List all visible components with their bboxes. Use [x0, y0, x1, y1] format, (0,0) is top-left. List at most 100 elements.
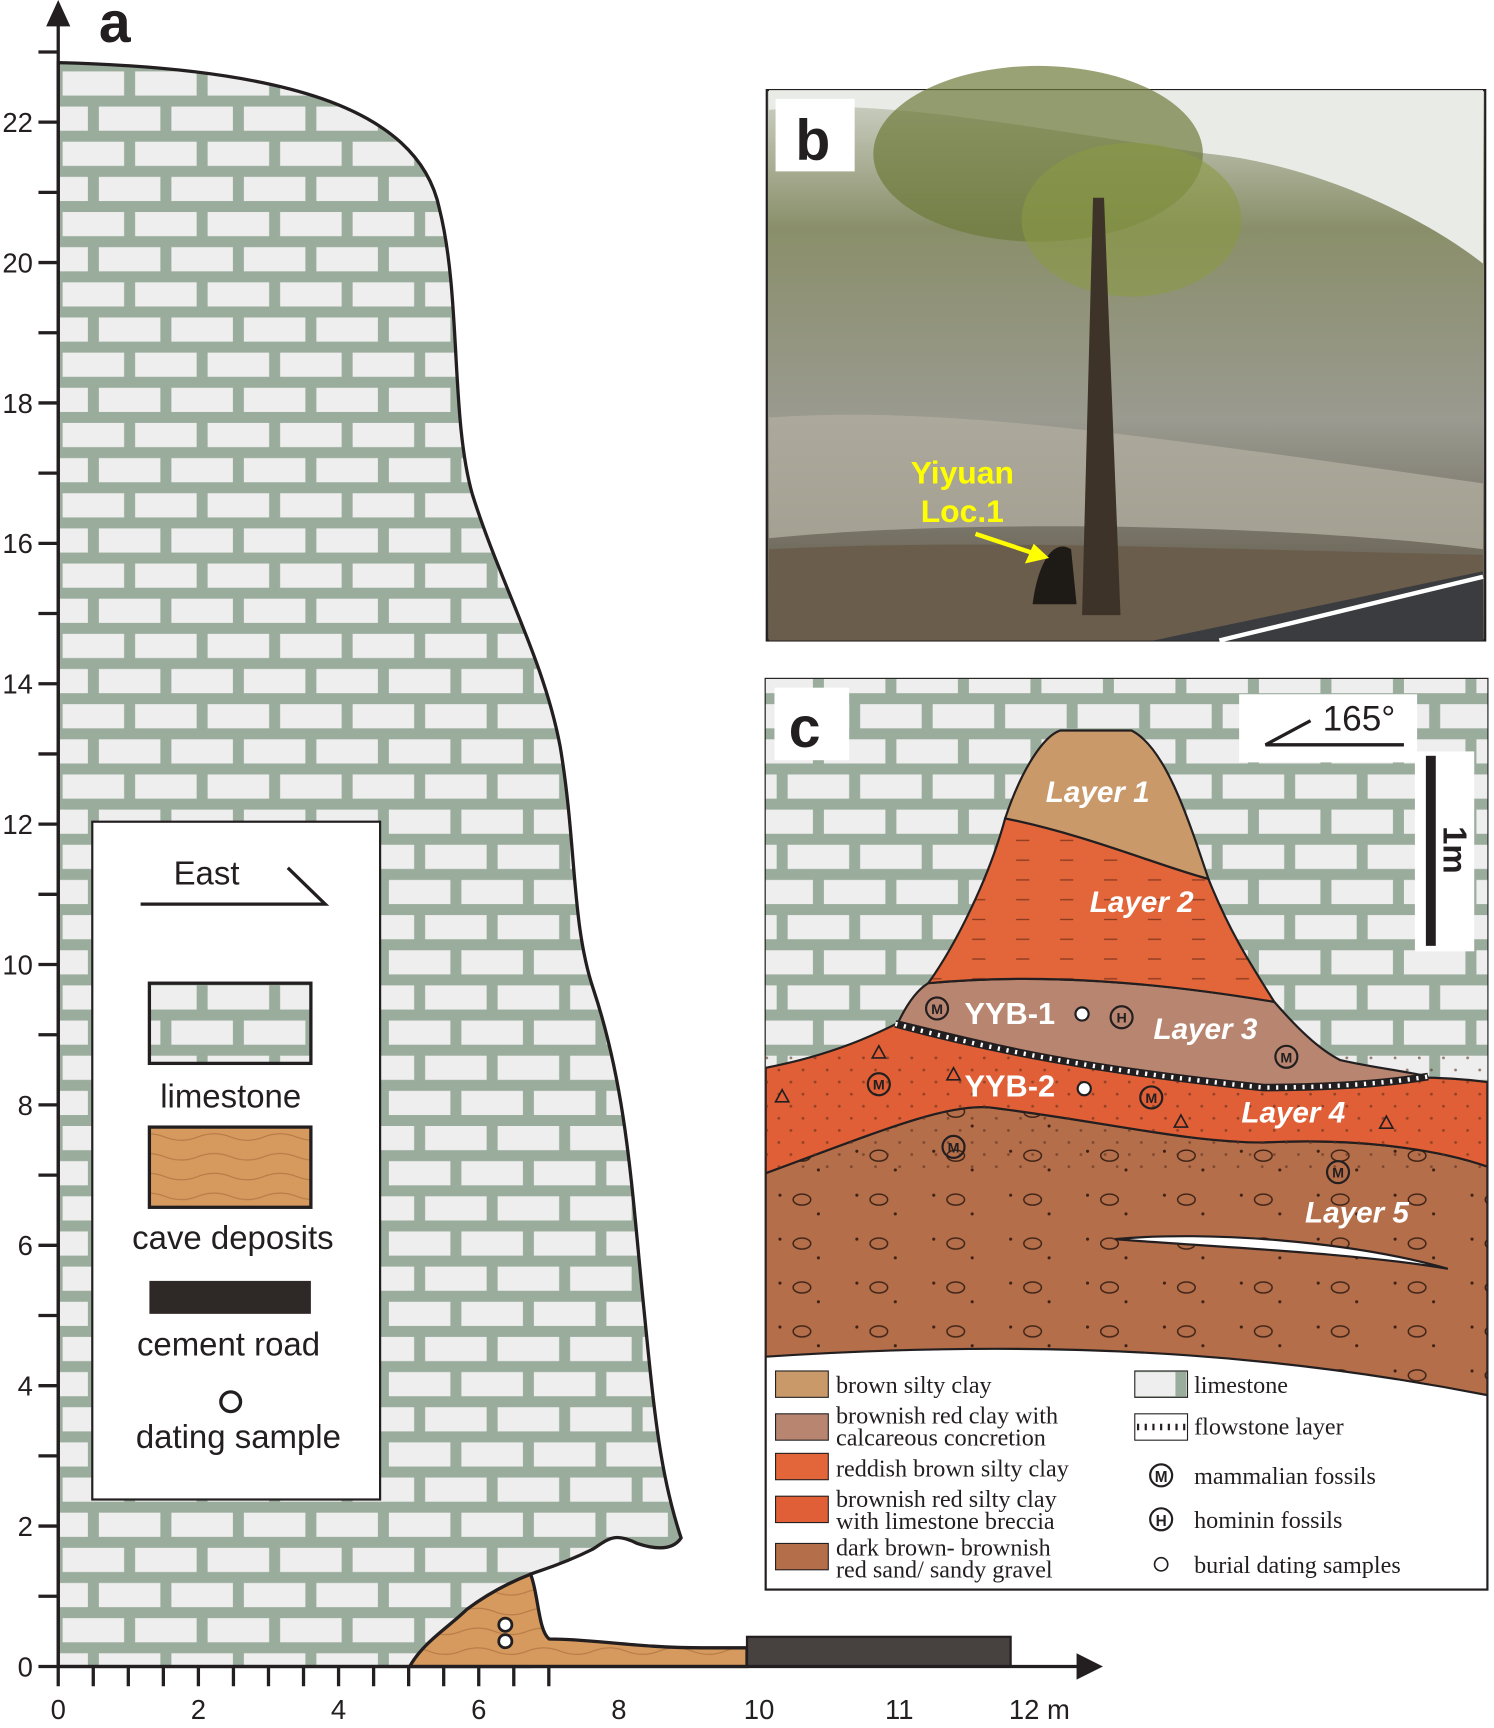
mammal-fossil-marker — [1274, 1044, 1299, 1069]
y-tick-label: 22 — [2, 107, 33, 138]
fossil-marker-letter: M — [1280, 1050, 1292, 1066]
site-label-line1: Yiyuan — [911, 454, 1014, 490]
legend-brownish-red-clay-1: brownish red clay with — [836, 1403, 1058, 1430]
mammal-fossil-marker — [866, 1072, 891, 1097]
legend-cement-road: cement road — [137, 1326, 320, 1363]
dating-sample-marker — [497, 1633, 514, 1650]
panel-c-label: c — [789, 696, 821, 760]
layer-1 — [1003, 729, 1211, 881]
x-tick-label: 10 — [744, 1694, 775, 1725]
legend-brownish-red-silty-clay-1: brownish red silty clay — [836, 1486, 1057, 1513]
mammal-fossil-marker — [1325, 1160, 1351, 1185]
y-tick-label: 12 — [2, 809, 33, 840]
panel-a: 0 2 4 6 8 10 12 14 16 18 20 22 0 2 4 6 8 10 11 12 m a East … — [2, 0, 1103, 1725]
cement-road — [745, 1635, 1012, 1668]
panel-b-photo: b Yiyuan Loc.1 — [765, 65, 1487, 643]
burial-sample-icon — [1153, 1556, 1169, 1572]
sample-yyb-1-marker — [1074, 1006, 1090, 1022]
legend-dark-brown-2: red sand/ sandy gravel — [836, 1556, 1053, 1583]
breccia-icon — [1378, 1114, 1395, 1130]
flowstone-layer — [894, 1020, 1429, 1092]
panel-b-label: b — [795, 108, 830, 172]
breccia-icon — [774, 1088, 791, 1103]
breccia-icon — [945, 1066, 962, 1081]
y-tick-label: 8 — [18, 1090, 33, 1121]
fossil-marker-letter: H — [1116, 1011, 1126, 1027]
east-arrow-icon — [140, 866, 330, 906]
panel-a-label: a — [99, 0, 132, 55]
y-tick-label: 20 — [2, 247, 33, 278]
mammal-fossil-marker — [1139, 1085, 1164, 1110]
cement-road-swatch — [149, 1280, 311, 1314]
legend-burial-samples: burial dating samples — [1194, 1552, 1401, 1579]
site-arrow-icon — [974, 531, 1039, 557]
legend-mammalian: mammalian fossils — [1194, 1463, 1376, 1490]
layer-5-label: Layer 5 — [1305, 1197, 1409, 1230]
layer-2-label: Layer 2 — [1090, 886, 1194, 919]
mammal-fossil-icon — [1149, 1463, 1174, 1488]
x-tick-label: 6 — [471, 1694, 486, 1725]
y-tick-label: 0 — [18, 1651, 33, 1682]
mammal-fossil-marker — [924, 996, 950, 1021]
sample-yyb-2-marker — [1076, 1080, 1092, 1097]
svg-text:M: M — [1155, 1469, 1168, 1486]
x-tick-label: 12 m — [1009, 1694, 1070, 1725]
direction-label: East — [174, 854, 240, 891]
fossil-marker-letter: M — [1332, 1166, 1344, 1182]
orientation-icon — [1264, 719, 1404, 747]
x-tick-label: 11 — [885, 1694, 914, 1725]
legend-hominin: hominin fossils — [1194, 1507, 1342, 1534]
fossil-marker-letter: M — [948, 1140, 960, 1156]
limestone-swatch — [147, 981, 313, 1066]
panel-c-section: c 165° 1m Layer 1 Layer 2 Layer 3 Layer … — [764, 677, 1489, 1591]
panel-c-legend: brown silty clay brownish red clay with … — [775, 1370, 1401, 1583]
legend-flowstone: flowstone layer — [1194, 1414, 1344, 1441]
legend-limestone-c: limestone — [1194, 1372, 1288, 1399]
legend-brown-silty-clay: brown silty clay — [836, 1372, 992, 1399]
panel-a-legend: East limestone cave deposits cement road… — [91, 820, 382, 1501]
breccia-icon — [1172, 1113, 1189, 1128]
y-tick-label: 2 — [18, 1511, 33, 1542]
site-label-line2: Loc.1 — [921, 493, 1004, 529]
cave-deposits-swatch — [147, 1125, 313, 1209]
x-tick-label: 2 — [191, 1694, 206, 1725]
cave-deposits — [406, 1572, 749, 1669]
breccia-icon — [870, 1044, 887, 1059]
legend-reddish-brown-silty-clay: reddish brown silty clay — [836, 1455, 1069, 1482]
y-tick-label: 18 — [2, 388, 33, 419]
legend-limestone: limestone — [160, 1077, 301, 1114]
y-tick-label: 14 — [2, 669, 33, 700]
legend-dark-brown-1: dark brown- brownish — [836, 1535, 1051, 1562]
layer-3-label: Layer 3 — [1153, 1013, 1257, 1046]
y-tick-label: 10 — [2, 949, 33, 980]
x-tick-label: 8 — [611, 1694, 626, 1725]
flowstone-lens — [1114, 1235, 1449, 1270]
scale-bar — [1425, 755, 1436, 946]
x-tick-label: 0 — [51, 1694, 66, 1725]
legend-brownish-red-clay-2: calcareous concretion — [836, 1425, 1046, 1452]
fossil-marker-letter: M — [873, 1078, 885, 1094]
fossil-marker-letter: M — [1145, 1091, 1157, 1107]
svg-text:H: H — [1156, 1513, 1167, 1530]
y-tick-label: 6 — [18, 1230, 33, 1261]
dating-sample-icon — [219, 1390, 243, 1414]
y-tick-label: 4 — [18, 1371, 33, 1402]
hominin-fossil-marker — [1109, 1005, 1134, 1030]
layer-4-label: Layer 4 — [1241, 1097, 1345, 1130]
x-tick-label: 4 — [331, 1694, 346, 1725]
fossil-marker-letter: M — [931, 1002, 943, 1018]
y-axis-arrow — [46, 0, 71, 27]
layer-1-label: Layer 1 — [1046, 776, 1150, 809]
mammal-fossil-marker — [941, 1134, 966, 1159]
x-axis-arrow — [1076, 1653, 1103, 1680]
orientation-angle: 165° — [1323, 700, 1396, 739]
y-tick-label: 16 — [2, 528, 33, 559]
sample-yyb-2-label: YYB-2 — [965, 1068, 1056, 1103]
dating-sample-marker — [497, 1616, 514, 1633]
legend-brownish-red-silty-clay-2: with limestone breccia — [836, 1508, 1055, 1535]
sample-yyb-1-label: YYB-1 — [965, 996, 1056, 1031]
legend-dating-sample: dating sample — [136, 1418, 341, 1455]
legend-cave-deposits: cave deposits — [132, 1219, 333, 1256]
scale-label: 1m — [1436, 826, 1473, 874]
